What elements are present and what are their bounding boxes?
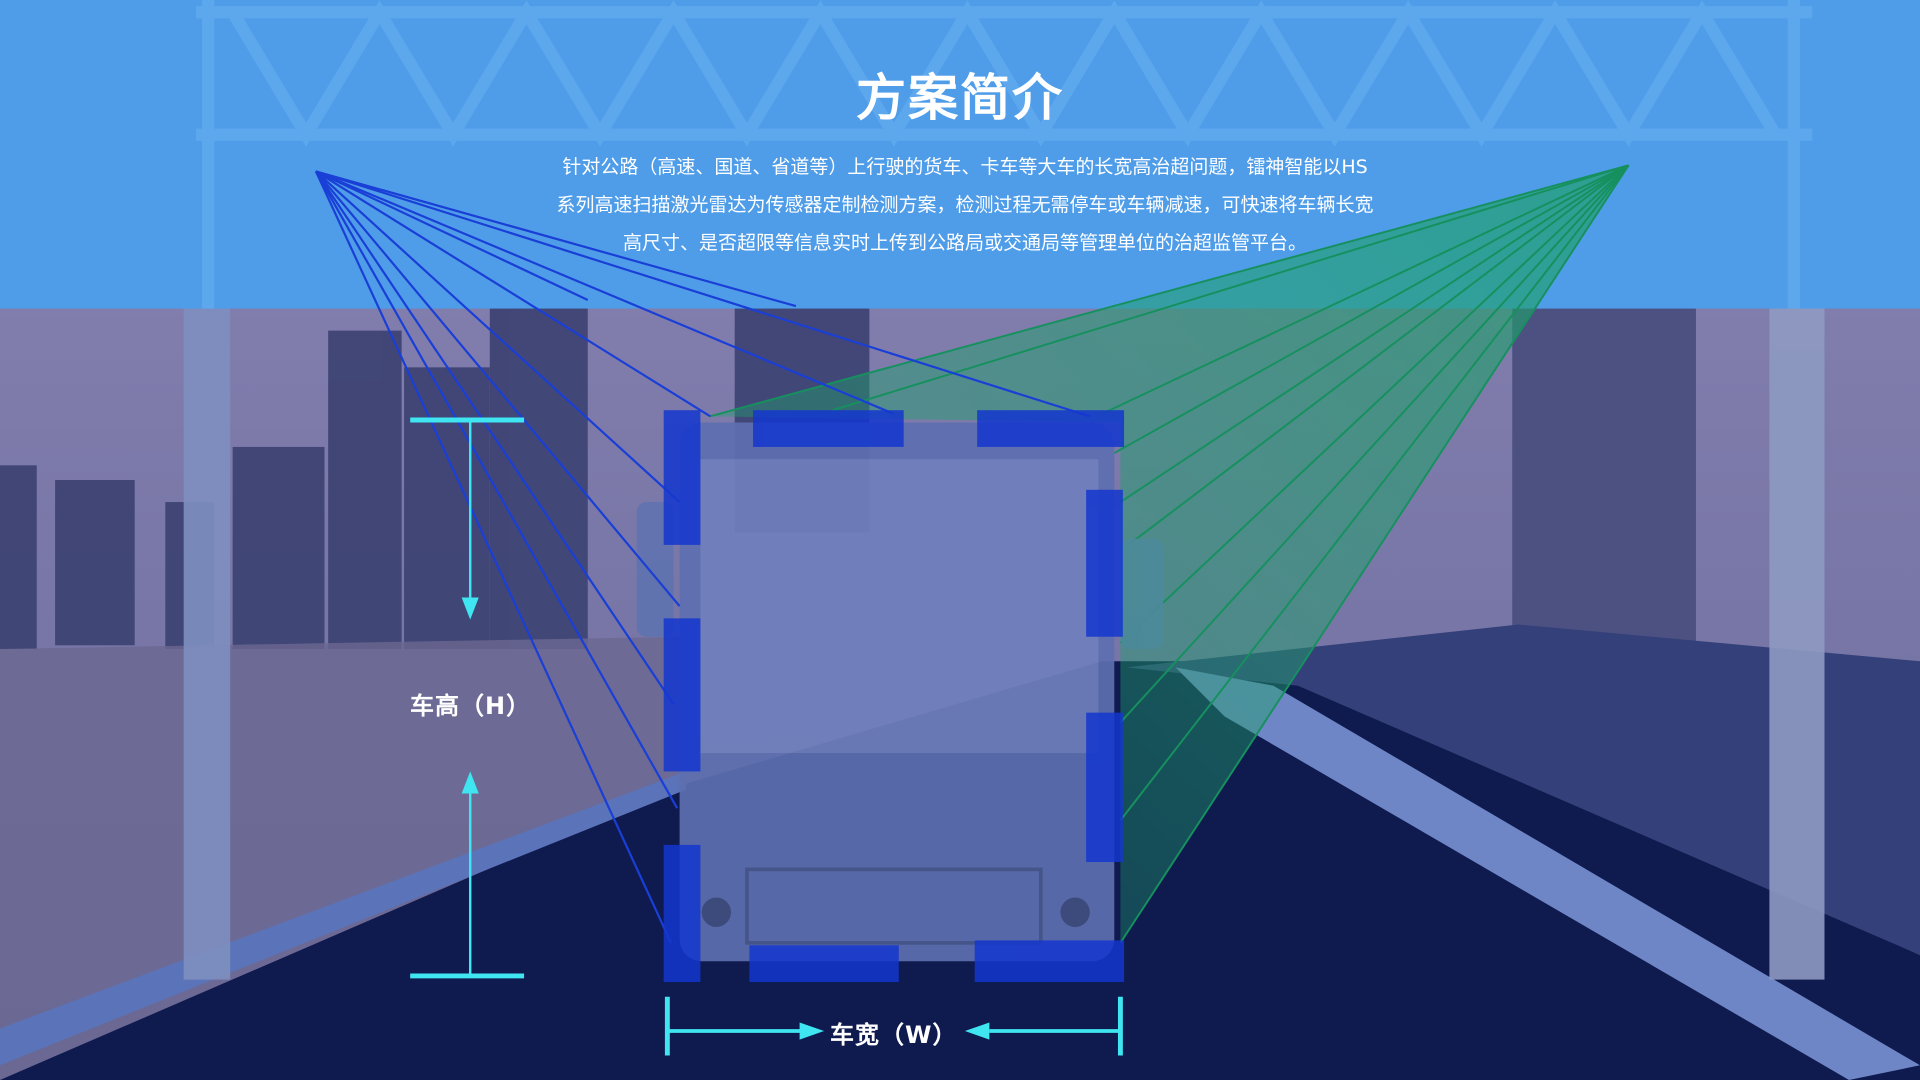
bus bbox=[636, 422, 1164, 962]
arrow-up-icon bbox=[461, 771, 479, 794]
width-dimension bbox=[664, 996, 1123, 1056]
width-label: 车宽（W） bbox=[830, 1021, 958, 1049]
gantry-truss bbox=[195, 0, 1813, 309]
header: 方案简介 针对公路（高速、国道、省道等）上行驶的货车、卡车等大车的长宽高治超问题… bbox=[0, 0, 1920, 309]
right-lidar-beams bbox=[709, 164, 1630, 944]
intro-line: 系列高速扫描激光雷达为传感器定制检测方案，检测过程无需停车或车辆减速，可快速将车… bbox=[556, 194, 1374, 216]
page-title: 方案简介 bbox=[856, 69, 1064, 127]
intro-line: 针对公路（高速、国道、省道等）上行驶的货车、卡车等大车的长宽高治超问题，镭神智能… bbox=[562, 156, 1368, 178]
arrow-left-icon bbox=[964, 1022, 990, 1040]
height-label: 车高（H） bbox=[410, 692, 532, 720]
intro-line: 高尺寸、是否超限等信息实时上传到公路局或交通局等管理单位的治超监管平台。 bbox=[622, 232, 1307, 254]
detection-blocks bbox=[663, 410, 1125, 983]
right-lidar-scan-fan bbox=[710, 165, 1629, 943]
left-lidar-beams bbox=[314, 170, 1091, 944]
arrow-right-icon bbox=[799, 1022, 825, 1040]
arrow-down-icon bbox=[461, 597, 479, 620]
header-band bbox=[0, 0, 1920, 309]
intro-paragraph: 针对公路（高速、国道、省道等）上行驶的货车、卡车等大车的长宽高治超问题，镭神智能… bbox=[510, 148, 1420, 262]
height-dimension bbox=[410, 417, 525, 979]
